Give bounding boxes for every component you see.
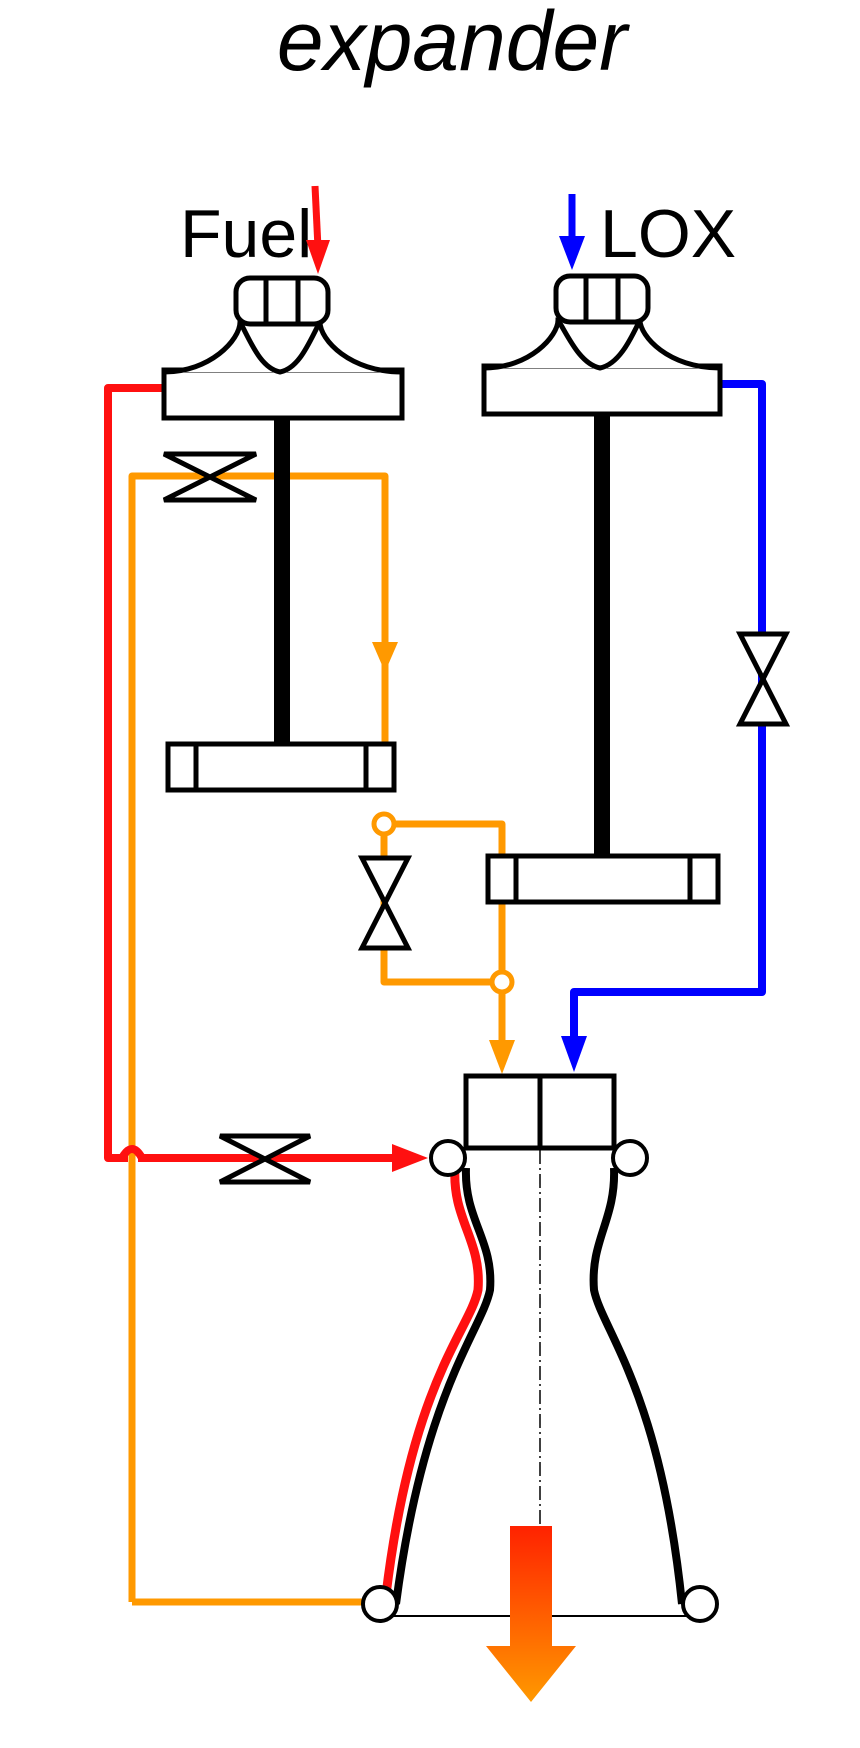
lox-turbine — [485, 853, 721, 905]
lox-label: LOX — [600, 196, 736, 272]
bowtie-valve-icon[interactable] — [357, 855, 413, 951]
oxidizer-line — [570, 380, 766, 1042]
fuel-chamber-inlet-arrow — [392, 1144, 428, 1172]
turbine-drive-down-arrow — [372, 642, 398, 672]
fuel-turbine — [165, 741, 397, 793]
bowtie-valve-icon[interactable] — [218, 1133, 312, 1185]
bowtie-valve-icon[interactable] — [735, 631, 791, 727]
manifold-port — [429, 1139, 467, 1177]
fuel-label: Fuel — [180, 196, 312, 272]
fuel-lines — [104, 384, 408, 1162]
junction-node — [371, 811, 397, 837]
injector-lox-inlet-arrow — [561, 1036, 587, 1072]
injector-head — [463, 1073, 617, 1151]
injector-fuel-inlet-arrow — [489, 1040, 515, 1074]
nozzle-cooling-jacket — [381, 1167, 483, 1596]
fuel-pump — [161, 275, 405, 421]
manifold-port — [611, 1139, 649, 1177]
bell-nozzle-icon — [392, 1167, 686, 1605]
turbine-drive-lines — [128, 472, 506, 1606]
lox-pump — [481, 273, 723, 417]
manifold-port — [681, 1585, 719, 1623]
lox-inlet-arrow — [559, 194, 585, 270]
bowtie-valve-icon[interactable] — [162, 451, 258, 503]
junction-node — [489, 969, 515, 995]
exhaust-arrow-icon — [486, 1526, 576, 1702]
manifold-port — [361, 1585, 399, 1623]
fuel-inlet-arrow — [306, 185, 330, 274]
diagram-title: expander — [277, 0, 630, 88]
